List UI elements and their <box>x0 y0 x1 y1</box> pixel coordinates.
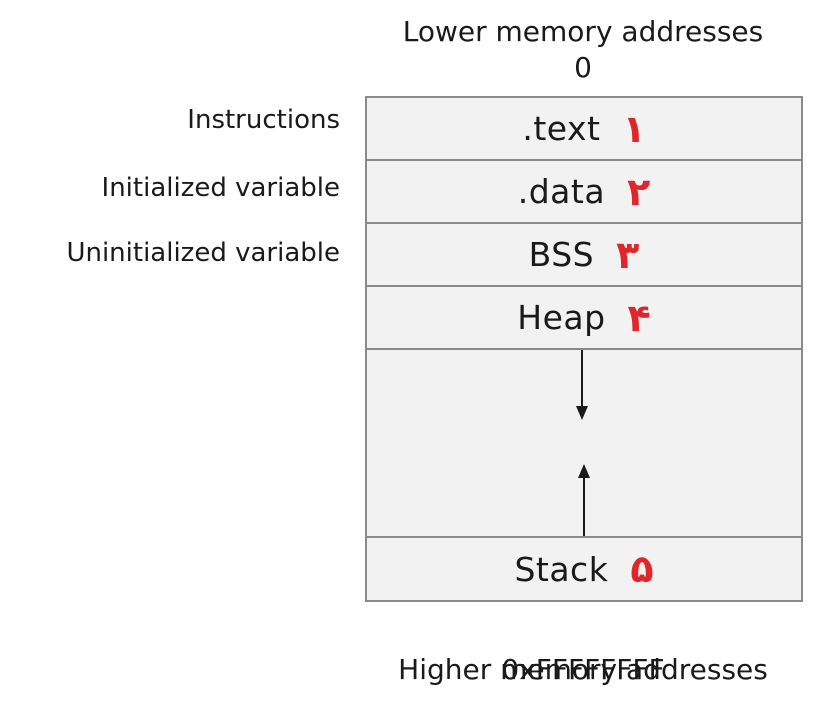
higher-memory-label: Higher memory addresses <box>398 653 768 686</box>
initialized-variable-label: Initialized variable <box>101 173 340 203</box>
segment-stack-name: Stack <box>514 549 609 589</box>
segment-text-number: ١ <box>622 106 646 151</box>
heap-growth-down-arrow-icon <box>576 350 588 420</box>
segment-heap-name: Heap <box>517 298 606 337</box>
segment-text-name: .text <box>522 109 601 148</box>
segment-bss-number: ٣ <box>616 232 640 277</box>
segment-free-space <box>367 350 801 538</box>
segment-heap-number: ۴ <box>627 295 651 340</box>
segment-stack: Stack ۵ <box>367 538 801 600</box>
segment-data: .data ٢ <box>367 161 801 224</box>
higher-address: 0xFFFFFFFF <box>501 653 665 686</box>
lower-address: 0 <box>574 51 592 84</box>
stack-growth-up-arrow-icon <box>578 464 590 536</box>
uninitialized-variable-label: Uninitialized variable <box>66 238 340 268</box>
lower-memory-label: Lower memory addresses <box>402 15 764 48</box>
segment-stack-number: ۵ <box>630 547 654 591</box>
segment-bss-name: BSS <box>528 235 595 274</box>
segment-data-number: ٢ <box>627 169 651 214</box>
instructions-label: Instructions <box>187 105 340 135</box>
segment-heap: Heap ۴ <box>367 287 801 350</box>
segment-bss: BSS ٣ <box>367 224 801 287</box>
segment-text: .text ١ <box>367 98 801 161</box>
growth-arrows <box>576 350 590 536</box>
segment-data-name: .data <box>517 172 606 211</box>
